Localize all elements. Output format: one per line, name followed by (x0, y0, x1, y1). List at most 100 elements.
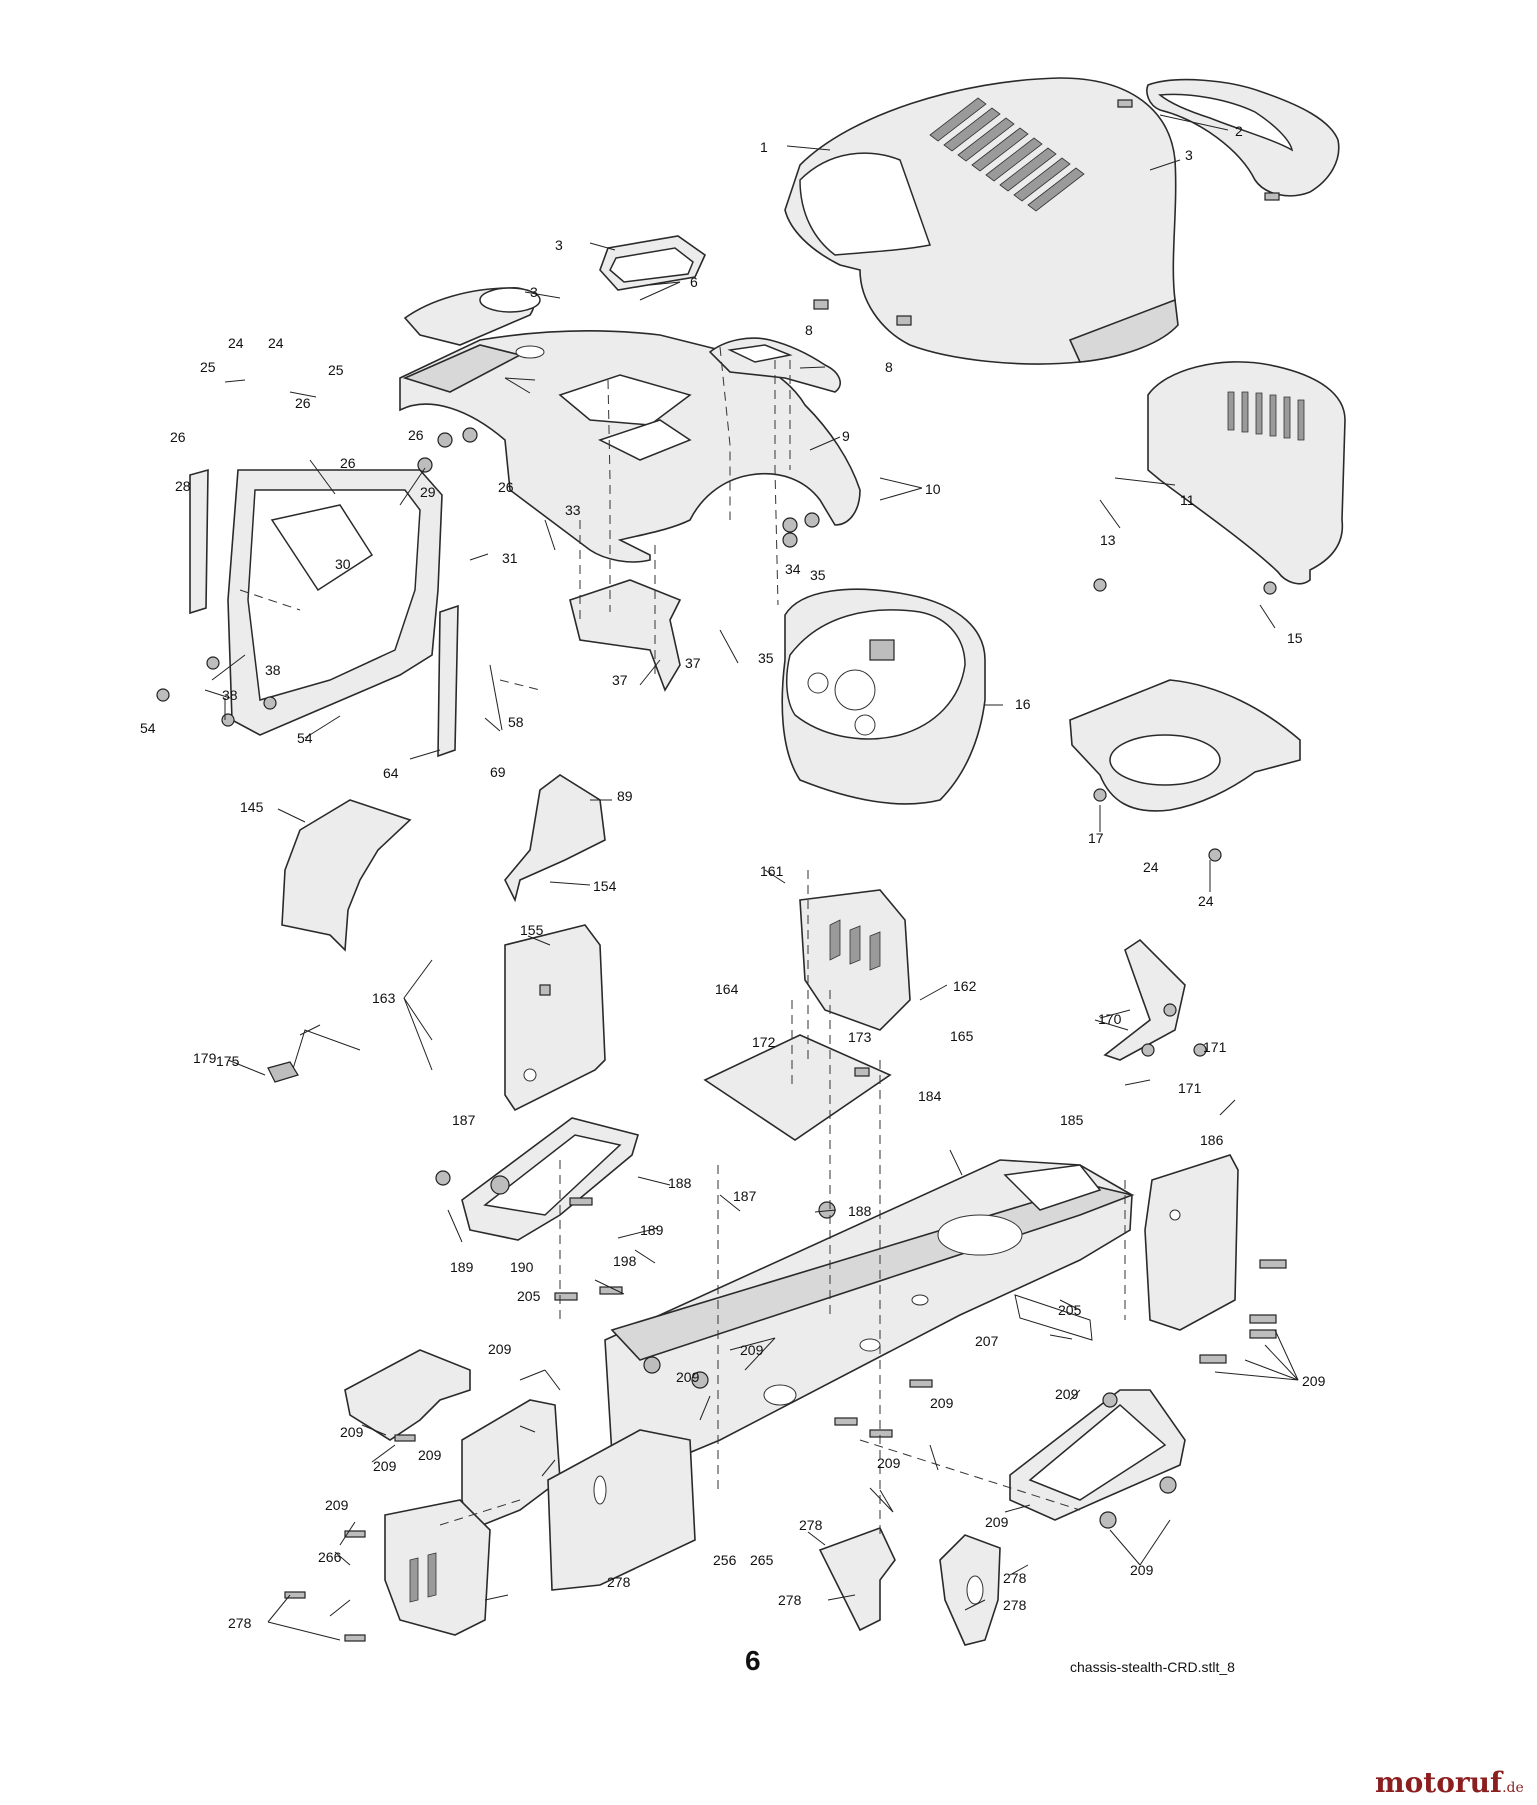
callout-278: 13 (1100, 532, 1116, 548)
callout-278: 15 (1287, 630, 1303, 646)
callout-155: 89 (617, 788, 633, 804)
callout-30: 9 (842, 428, 850, 444)
callout-17: 1 (760, 139, 768, 155)
console-part (781, 588, 986, 805)
seat-pan-part (1069, 679, 1301, 812)
callout-28: 11 (1180, 492, 1195, 508)
callout-209: 33 (565, 502, 581, 518)
watermark-tld: .de (1502, 1780, 1524, 1796)
footrest-34-part (1009, 1389, 1186, 1521)
callout-209: 69 (490, 764, 506, 780)
callout-209: 164 (715, 981, 739, 997)
front-panel-vents (1227, 391, 1305, 441)
callout-188: 24 (268, 335, 284, 351)
bracket-155-part (504, 774, 606, 903)
callout-209: 278 (228, 1615, 252, 1631)
callout-64: 162 (953, 978, 977, 994)
callout-26: 26 (408, 427, 424, 443)
shield-175-part (281, 799, 412, 952)
callout-15: 161 (760, 863, 784, 879)
callout-26: 34 (785, 561, 801, 577)
assembly-lines (239, 346, 1126, 1540)
callout-209: 209 (930, 1395, 954, 1411)
plate-164-part (344, 1349, 471, 1441)
callout-31: 37 (612, 672, 628, 688)
left-panel-part (189, 468, 459, 758)
watermark-brand: motoruf (1375, 1766, 1503, 1799)
callout-37: 209 (1055, 1386, 1079, 1402)
callout-13: 186 (1200, 1132, 1224, 1148)
callout-3: 209 (373, 1458, 397, 1474)
callout-209: 209 (1302, 1373, 1326, 1389)
callout-9: 16 (1015, 696, 1031, 712)
callout-162: 209 (418, 1447, 442, 1463)
callout-165: 3 (530, 284, 538, 300)
callout-278: 154 (593, 878, 617, 894)
rod-145-part (1014, 1294, 1093, 1341)
callout-209: 37 (685, 655, 701, 671)
callout-54: 24 (1198, 893, 1214, 909)
footrest-33-part (461, 1117, 640, 1241)
callout-33: 189 (450, 1259, 474, 1275)
callout-25: 35 (810, 567, 826, 583)
callout-205: 278 (1003, 1570, 1027, 1586)
callout-209: 256 (713, 1552, 737, 1568)
callout-37: 207 (975, 1333, 999, 1349)
bracket-154-part (1103, 938, 1186, 1061)
callout-209: 205 (517, 1288, 541, 1304)
callout-278: 171 (1178, 1080, 1202, 1096)
callout-145: 205 (1058, 1302, 1082, 1318)
callout-179: 175 (216, 1053, 240, 1069)
callout-54: 17 (1088, 830, 1104, 846)
callout-209: 165 (950, 1028, 974, 1044)
front-panel-part (1147, 361, 1346, 585)
callout-209: 209 (325, 1497, 349, 1513)
plate-2-part (384, 1499, 491, 1636)
callout-185: 179 (193, 1050, 217, 1066)
hood-part (784, 77, 1179, 365)
callout-1: 185 (1060, 1112, 1084, 1128)
watermark-logo: motoruf.de (1375, 1766, 1524, 1799)
callout-172: 38 (222, 687, 238, 703)
lever-179-part (267, 1029, 361, 1083)
leader-lines (204, 114, 1299, 1641)
callout-3: 209 (488, 1341, 512, 1357)
callout-34: 209 (985, 1514, 1009, 1530)
link-184-part (489, 664, 503, 731)
callout-26: 209 (676, 1369, 700, 1385)
callout-175: 145 (240, 799, 264, 815)
callout-209: 163 (372, 990, 396, 1006)
plate-162-part (461, 1399, 561, 1532)
callout-11: 155 (520, 922, 544, 938)
callout-8: 184 (918, 1088, 942, 1104)
callout-161: 8 (805, 322, 813, 338)
callout-209: 188 (668, 1175, 692, 1191)
callout-24: 10 (925, 481, 941, 497)
callout-35: 209 (877, 1455, 901, 1471)
callout-198: 38 (265, 662, 281, 678)
callout-190: 29 (420, 484, 436, 500)
callout-58: 24 (1143, 859, 1159, 875)
callout-266: 28 (175, 478, 191, 494)
callout-173: 54 (140, 720, 156, 736)
plate-11-part (504, 924, 606, 1112)
callout-24: 6 (690, 274, 698, 290)
callout-163: 278 (607, 1574, 631, 1590)
callout-8: 187 (733, 1188, 757, 1204)
bracket-38-left-part (818, 1526, 896, 1632)
callout-184: 58 (508, 714, 524, 730)
callout-16: 188 (848, 1203, 872, 1219)
callout-164: 209 (340, 1424, 364, 1440)
page-number: 6 (745, 1645, 761, 1676)
callout-26: 187 (452, 1112, 476, 1128)
callout-24: 198 (613, 1253, 637, 1269)
callout-189: 24 (228, 335, 244, 351)
callout-265: 64 (383, 765, 399, 781)
plate-13-part (1144, 1154, 1239, 1331)
callout-207: 266 (318, 1549, 342, 1565)
callout-26: 209 (740, 1342, 764, 1358)
callout-154: 170 (1098, 1011, 1122, 1027)
plate-64-part (799, 889, 911, 1031)
callout-3: 172 (752, 1034, 776, 1050)
